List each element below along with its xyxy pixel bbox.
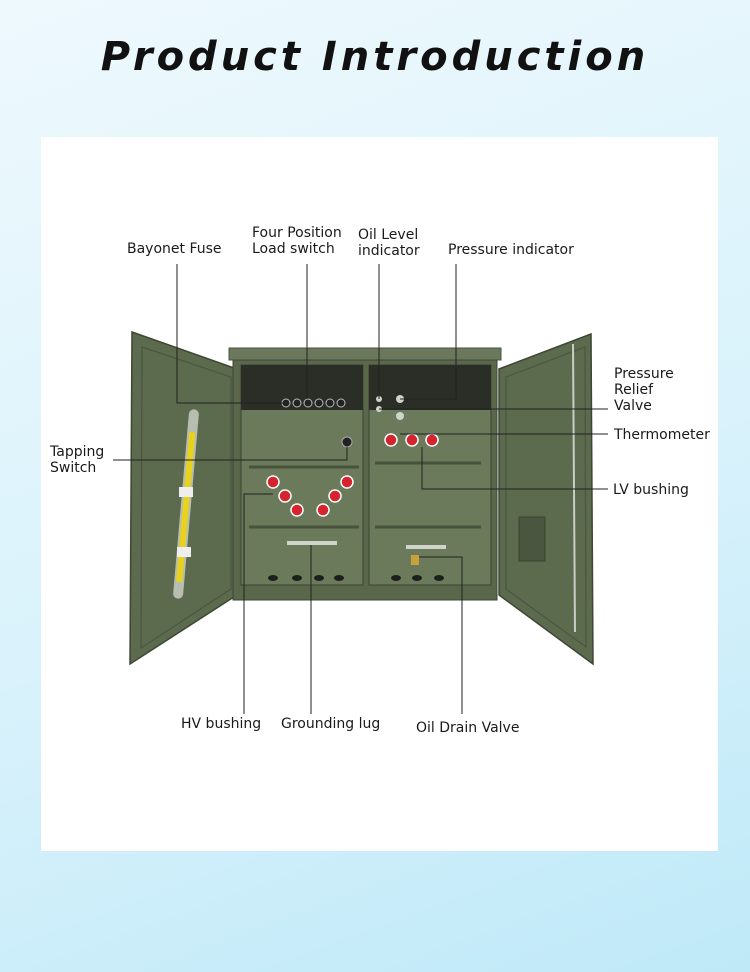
label-lv-bushing: LV bushing <box>613 482 689 498</box>
label-hv-bushing: HV bushing <box>181 716 262 732</box>
label-pressure-indicator: Pressure indicator <box>448 242 574 258</box>
label-pressure-relief-valve: Pressure Relief Valve <box>614 366 674 414</box>
label-four-position-load-switch: Four Position Load switch <box>252 225 342 257</box>
page-title: Product Introduction <box>100 34 650 80</box>
product-diagram-panel: Bayonet Fuse Four Position Load switch O… <box>41 137 718 851</box>
label-tapping-switch: Tapping Switch <box>50 444 105 476</box>
label-grounding-lug: Grounding lug <box>281 716 381 732</box>
transformer-cabinet-illustration <box>113 264 608 714</box>
label-thermometer: Thermometer <box>614 427 710 443</box>
label-bayonet-fuse: Bayonet Fuse <box>127 241 222 257</box>
label-oil-level-indicator: Oil Level indicator <box>358 227 420 259</box>
label-oil-drain-valve: Oil Drain Valve <box>416 720 520 736</box>
